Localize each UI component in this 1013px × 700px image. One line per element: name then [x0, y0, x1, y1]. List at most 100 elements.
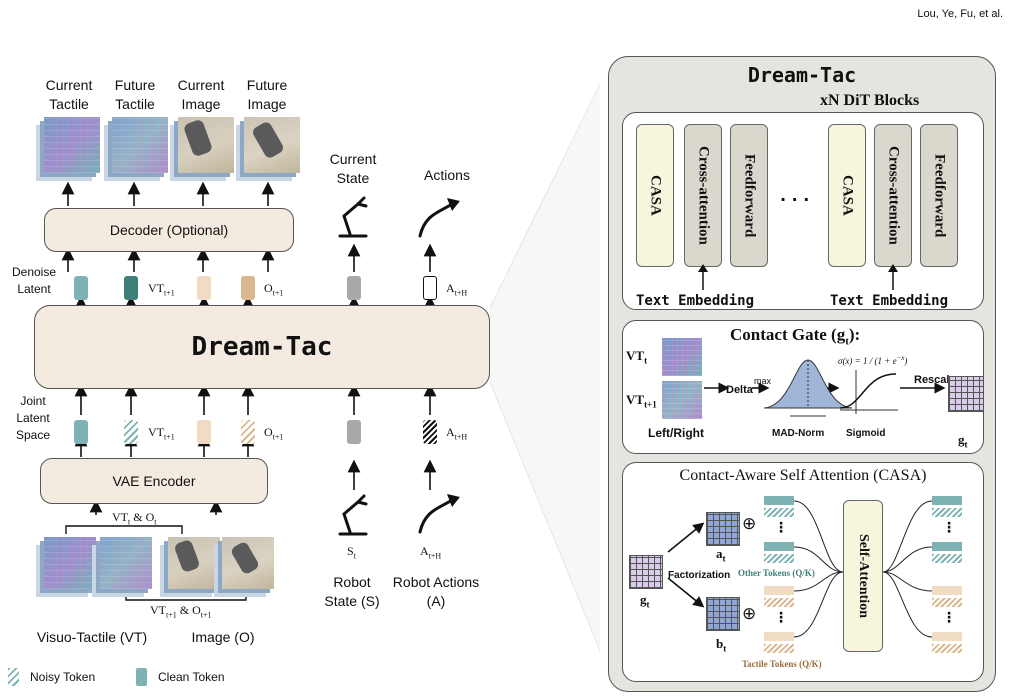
input-image-current: [168, 537, 220, 589]
casa-out-token-2: [932, 542, 962, 551]
panel-subtitle: xN DiT Blocks: [820, 92, 920, 109]
denoise-token-current-image: [197, 276, 211, 300]
label-o-next-top: Ot+1: [264, 281, 284, 298]
future-robot-image: [244, 117, 300, 173]
casa-tactile-token-1-noisy: [764, 598, 794, 607]
denoise-token-future-image: [241, 276, 255, 300]
denoise-token-state: [347, 276, 361, 300]
label-o-next-bottom: Ot+1: [264, 425, 284, 442]
casa-a-grid: [706, 512, 740, 546]
casa-tactile-token-2: [764, 632, 794, 641]
dream-tac-label: Dream-Tac: [191, 332, 333, 362]
casa-oplus-b: ⊕: [742, 604, 757, 624]
blocks-ellipsis: · · ·: [780, 190, 810, 209]
casa-other-token-1: [764, 496, 794, 505]
decoder-label: Decoder (Optional): [109, 222, 229, 238]
joint-token-future-tactile-noisy: [124, 420, 138, 444]
casa-out-token-1: [932, 496, 962, 505]
casa-b-label: bt: [716, 636, 727, 654]
label-robot-state: Robot State (S): [324, 574, 380, 609]
casa-other-token-2: [764, 542, 794, 551]
legend-noisy-label: Noisy Token: [30, 670, 96, 684]
label-a-t-h: At+H: [420, 544, 442, 561]
gate-tactile-t1: [662, 381, 702, 419]
casa-title: Contact-Aware Self Attention (CASA): [679, 467, 927, 484]
joint-token-state: [347, 420, 361, 444]
label-robot-actions: Robot Actions (A): [392, 574, 480, 609]
legend-noisy-swatch: [8, 668, 19, 686]
label-image-o: Image (O): [191, 629, 255, 645]
legend-clean-swatch: [136, 668, 147, 686]
input-tactile-right: [100, 537, 152, 589]
label-vt-next-bottom: VTt+1: [148, 425, 175, 442]
denoise-token-action: [423, 276, 437, 300]
current-tactile-image: [44, 117, 100, 173]
casa-block-n: CASA: [828, 124, 866, 267]
gate-tactile-t: [662, 338, 702, 376]
casa-factorization-label: Factorization: [668, 570, 731, 581]
dream-tac-model-box: Dream-Tac: [34, 305, 490, 389]
gate-vt-t-label: VTt: [626, 348, 648, 366]
casa-vdots-2: ⋮: [774, 610, 788, 626]
panel-title: Dream-Tac: [747, 63, 857, 87]
label-a-h-bottom: At+H: [446, 425, 468, 442]
gate-vt-t1-label: VTt+1: [626, 392, 657, 410]
label-current-tactile: Current Tactile: [45, 77, 93, 112]
casa-out-token-3: [932, 586, 962, 595]
text-embedding-1: Text Embedding: [636, 293, 755, 309]
casa-connection-lines: [667, 500, 933, 638]
gate-g-t-label: gt: [958, 432, 968, 450]
label-s-t: St: [347, 544, 356, 561]
denoise-token-current-tactile: [74, 276, 88, 300]
casa-a-label: at: [716, 546, 726, 564]
casa-tactile-token-1: [764, 586, 794, 595]
contact-gate-graphics: [704, 359, 946, 417]
casa-out-token-1-noisy: [932, 508, 962, 517]
joint-token-future-image-noisy: [241, 420, 255, 444]
casa-out-vdots-2: ⋮: [942, 610, 956, 626]
cross-attention-block-1: Cross-attention: [684, 124, 722, 267]
denoise-token-future-tactile: [124, 276, 138, 300]
contact-gate-title: Contact Gate (gt):: [730, 325, 861, 348]
label-vt-o-current: VTt & Ot: [112, 510, 157, 527]
label-denoise-latent: Denoise Latent: [11, 265, 57, 296]
casa-other-token-2-noisy: [764, 554, 794, 563]
joint-token-action-noisy: [423, 420, 437, 444]
casa-tactile-tokens-label: Tactile Tokens (Q/K): [742, 659, 822, 669]
casa-out-token-4: [932, 632, 962, 641]
label-future-image: Future Image: [246, 77, 288, 112]
casa-vdots-1: ⋮: [774, 520, 788, 536]
cross-attention-block-n: Cross-attention: [874, 124, 912, 267]
casa-block-1: CASA: [636, 124, 674, 267]
casa-tactile-token-2-noisy: [764, 644, 794, 653]
joint-token-current-tactile: [74, 420, 88, 444]
gate-left-right-label: Left/Right: [648, 426, 704, 440]
text-embedding-arrows: [698, 264, 898, 290]
casa-other-tokens-label: Other Tokens (Q/K): [738, 568, 815, 578]
label-a-h-top: At+H: [446, 281, 468, 298]
future-tactile-image: [112, 117, 168, 173]
label-vt-next-top: VTt+1: [148, 281, 175, 298]
vae-label: VAE Encoder: [112, 473, 196, 489]
casa-out-vdots-1: ⋮: [942, 520, 956, 536]
input-image-next: [222, 537, 274, 589]
feedforward-block-1: Feedforward: [730, 124, 768, 267]
label-future-tactile: Future Tactile: [114, 77, 156, 112]
gate-sigma-formula: σ(x) = 1 / (1 + e−x): [838, 354, 908, 366]
label-current-image: Current Image: [177, 77, 225, 112]
current-robot-image: [178, 117, 234, 173]
legend-clean-label: Clean Token: [158, 670, 225, 684]
label-joint-latent: Joint Latent Space: [15, 394, 51, 442]
vae-encoder-box: VAE Encoder: [40, 458, 268, 504]
casa-out-token-3-noisy: [932, 598, 962, 607]
casa-g-t-label: gt: [640, 592, 650, 610]
gate-mad-norm-label: MAD-Norm: [772, 428, 825, 439]
casa-input-grid: [629, 555, 663, 589]
gate-sigmoid-label: Sigmoid: [846, 428, 886, 439]
label-actions: Actions: [424, 167, 470, 183]
gate-max-label: max: [754, 376, 772, 386]
casa-b-grid: [706, 597, 740, 631]
casa-out-token-4-noisy: [932, 644, 962, 653]
authors-header: Lou, Ye, Fu, et al.: [917, 8, 1003, 20]
label-current-state: Current State: [329, 151, 377, 186]
